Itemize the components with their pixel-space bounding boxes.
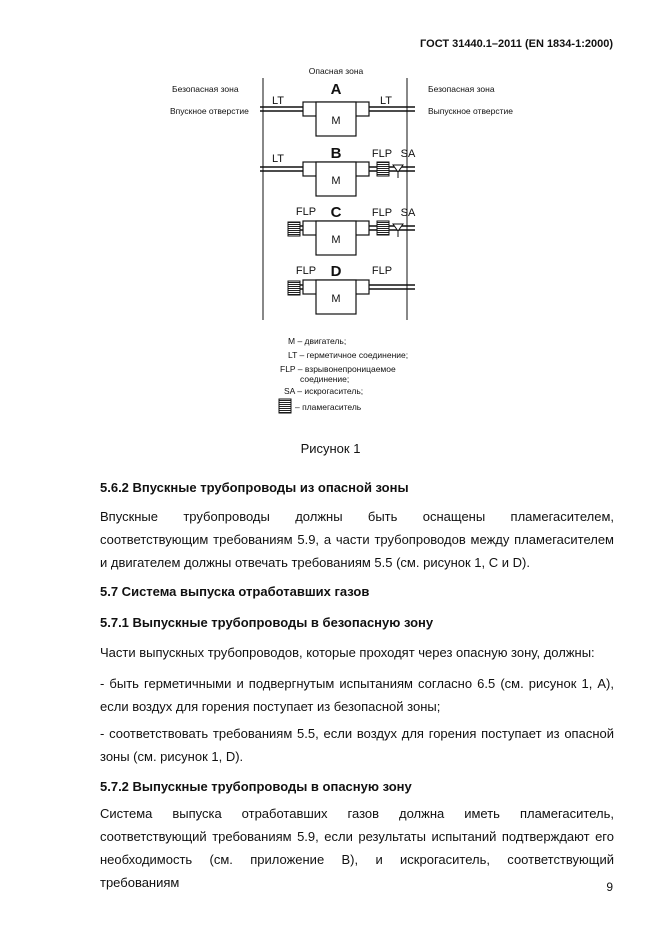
legend-item: M – двигатель; bbox=[288, 336, 346, 346]
legend-item: SA – искрогаситель; bbox=[284, 386, 363, 396]
flame-arrester-icon bbox=[287, 280, 301, 296]
paragraph-5-6-2: Впускные трубопроводы должны быть оснаще… bbox=[100, 505, 614, 574]
list-item: - быть герметичными и подвергнутым испыт… bbox=[100, 676, 614, 714]
outlet-label: Выпускное отверстие bbox=[428, 106, 513, 116]
flame-arrester-icon bbox=[287, 221, 301, 237]
page-number: 9 bbox=[606, 880, 613, 894]
engine-label: M bbox=[331, 234, 340, 246]
diagram-row-d: D FLP M FLP bbox=[287, 263, 415, 315]
right-tag: FLP bbox=[372, 265, 392, 277]
engine-label: M bbox=[331, 175, 340, 187]
left-tag: FLP bbox=[296, 206, 316, 218]
engine-label: M bbox=[331, 115, 340, 127]
section-heading-5-7: 5.7 Система выпуска отработавших газов bbox=[100, 584, 370, 599]
section-heading-5-6-2: 5.6.2 Впускные трубопроводы из опасной з… bbox=[100, 480, 409, 495]
paragraph-5-7-1-intro: Части выпускных трубопроводов, которые п… bbox=[100, 645, 595, 660]
right-tag: FLP bbox=[372, 148, 392, 160]
engine-box bbox=[315, 161, 357, 197]
right-tag-2: SA bbox=[401, 148, 416, 160]
engine-box bbox=[315, 101, 357, 137]
figure-engine-zones: Опасная зона Безопасная зона Безопасная … bbox=[160, 62, 520, 422]
safe-zone-left-label: Безопасная зона bbox=[172, 84, 239, 94]
diagram-row-b: B M LT FLP SA bbox=[260, 145, 416, 197]
diagram-row-a: A M LT LT bbox=[260, 81, 415, 137]
figure-diagram: Опасная зона Безопасная зона Безопасная … bbox=[170, 66, 513, 414]
engine-box bbox=[315, 220, 357, 256]
hazard-zone-label: Опасная зона bbox=[309, 66, 364, 76]
row-letter: C bbox=[331, 204, 342, 221]
section-heading-5-7-2: 5.7.2 Выпускные трубопроводы в опасную з… bbox=[100, 779, 412, 794]
row-letter: A bbox=[331, 81, 342, 98]
diagram-row-c: C FLP M FLP SA bbox=[287, 204, 416, 256]
list-item: - соответствовать требованиям 5.5, если … bbox=[100, 726, 614, 764]
row-letter: B bbox=[331, 145, 342, 162]
paragraph-5-7-2: Система выпуска отработавших газов должн… bbox=[100, 806, 614, 890]
figure-legend: M – двигатель; LT – герметичное соединен… bbox=[278, 336, 408, 414]
right-tag: LT bbox=[380, 95, 392, 107]
paragraph-text: Впускные трубопроводы должны быть оснаще… bbox=[100, 509, 614, 570]
row-letter: D bbox=[331, 263, 342, 280]
legend-item: соединение; bbox=[300, 374, 349, 384]
document-header: ГОСТ 31440.1–2011 (EN 1834-1:2000) bbox=[420, 38, 613, 50]
flame-arrester-icon bbox=[376, 161, 390, 177]
left-tag: LT bbox=[272, 153, 284, 165]
left-tag: FLP bbox=[296, 265, 316, 277]
flame-arrester-icon bbox=[278, 398, 292, 414]
engine-label: M bbox=[331, 293, 340, 305]
engine-box bbox=[315, 279, 357, 315]
section-heading-5-7-1: 5.7.1 Выпускные трубопроводы в безопасну… bbox=[100, 615, 434, 630]
inlet-label: Впускное отверстие bbox=[170, 106, 249, 116]
spark-arrester-icon bbox=[392, 164, 404, 178]
safe-zone-right-label: Безопасная зона bbox=[428, 84, 495, 94]
legend-item: LT – герметичное соединение; bbox=[288, 350, 408, 360]
right-tag-2: SA bbox=[401, 207, 416, 219]
legend-item: – пламегаситель bbox=[295, 402, 362, 412]
legend-item: FLP – взрывонепроницаемое bbox=[280, 364, 396, 374]
spark-arrester-icon bbox=[392, 223, 404, 237]
figure-caption: Рисунок 1 bbox=[300, 441, 361, 456]
right-tag: FLP bbox=[372, 207, 392, 219]
left-tag: LT bbox=[272, 95, 284, 107]
flame-arrester-icon bbox=[376, 220, 390, 236]
